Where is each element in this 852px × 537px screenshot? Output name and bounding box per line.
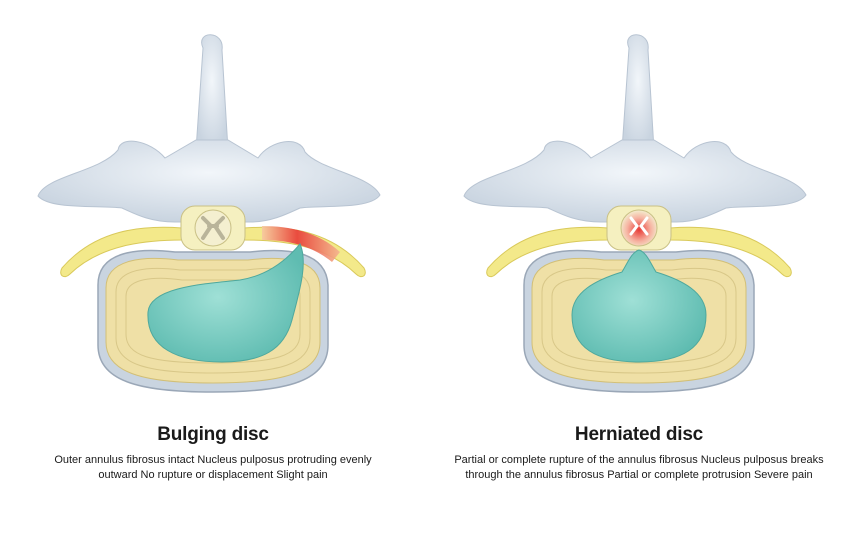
herniated-disc-panel: Herniated disc Partial or complete ruptu… [426, 0, 852, 537]
panel-description: Partial or complete rupture of the annul… [454, 454, 824, 481]
nerve-root-left [486, 226, 609, 278]
gray-matter [201, 216, 225, 240]
spinous-process [621, 34, 655, 151]
vertebral-arch [463, 139, 807, 223]
herniated-nucleus [571, 249, 707, 363]
vertebral-arch [37, 139, 381, 223]
herniated-disc-illustration [463, 34, 807, 393]
nerve-root-left [60, 226, 183, 278]
inflamed-nerve [262, 226, 340, 262]
gray-matter [629, 216, 649, 236]
bulging-disc-panel: Bulging disc Outer annulus fibrosus inta… [37, 34, 381, 481]
panel-description: Outer annulus fibrosus intact Nucleus pu… [54, 454, 372, 481]
nucleus-pulposus [147, 243, 304, 363]
compressed-spinal-cord [620, 209, 658, 247]
panel-title: Bulging disc [157, 424, 269, 445]
panel-title: Herniated disc [574, 424, 704, 445]
spinous-process [195, 34, 229, 151]
nerve-root-right [669, 226, 792, 278]
bulging-disc-illustration [37, 34, 381, 393]
